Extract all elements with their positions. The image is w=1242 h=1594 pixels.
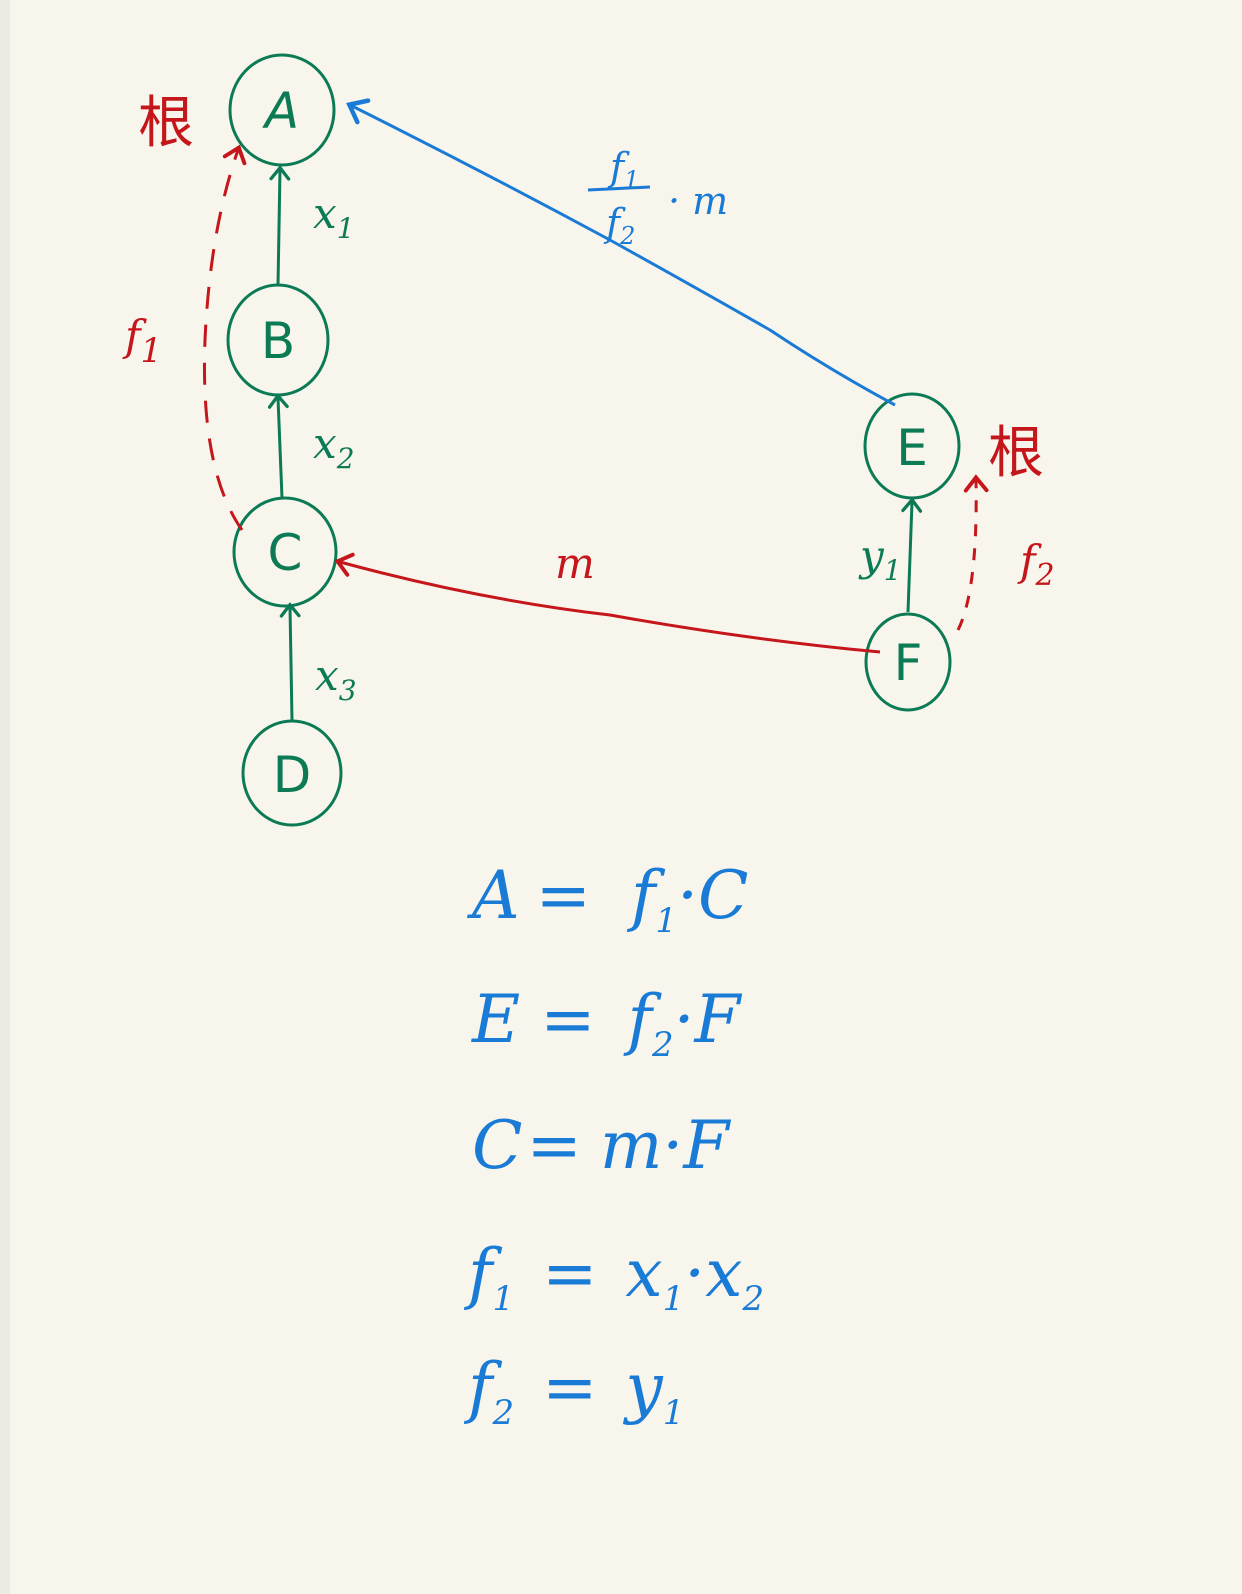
blue-denominator: f2 — [603, 201, 635, 250]
edge-f-to-e — [901, 497, 923, 613]
edge-c-to-b — [267, 393, 289, 499]
node-e-label: E — [896, 419, 928, 477]
label-x2: x2 — [313, 419, 355, 475]
node-c-label: C — [268, 524, 303, 582]
label-m-red: m — [555, 539, 595, 588]
node-d-label: D — [273, 746, 312, 804]
root-mark-right: 根 — [988, 421, 1044, 486]
equation-2: E=f2·F — [471, 981, 743, 1065]
link-e-to-a — [346, 98, 896, 407]
link-f-to-c — [334, 552, 881, 654]
edge-b-to-a — [269, 165, 291, 286]
blue-mult-m: · m — [668, 179, 728, 223]
node-E: E — [863, 392, 961, 500]
label-x1: x1 — [313, 189, 355, 245]
equation-3: C=m·F — [472, 1107, 731, 1184]
node-f-label: F — [894, 634, 923, 692]
label-f1-path: f1 — [122, 311, 162, 371]
node-b-label: B — [261, 312, 295, 370]
node-D: D — [241, 719, 343, 827]
node-C: C — [232, 496, 338, 608]
edge-d-to-c — [279, 602, 301, 721]
node-A: A — [228, 53, 336, 167]
equation-5: f2=y1 — [463, 1349, 684, 1433]
diagram-canvas: A B C D E F x1 x2 x3 y1 f1 f2 根 根 m f1 — [122, 53, 1055, 1433]
node-a-label: A — [262, 82, 299, 140]
equation-4: f1=x1·x2 — [463, 1235, 764, 1319]
label-f2-path: f2 — [1017, 536, 1055, 593]
label-blue-fraction: f1 f2 · m — [587, 145, 728, 250]
label-x3: x3 — [315, 651, 357, 707]
label-y1: y1 — [858, 531, 902, 587]
equation-1: A=f1·C — [466, 857, 749, 941]
root-mark-left: 根 — [138, 91, 194, 156]
equation-list: A=f1·C E=f2·F C=m·F f1=x1·x2 f2=y1 — [463, 857, 764, 1433]
node-B: B — [226, 283, 330, 397]
path-f2-f-to-e — [956, 474, 989, 631]
path-f1-c-to-a — [203, 144, 247, 531]
node-F: F — [864, 612, 952, 712]
fraction-bar — [587, 185, 651, 192]
